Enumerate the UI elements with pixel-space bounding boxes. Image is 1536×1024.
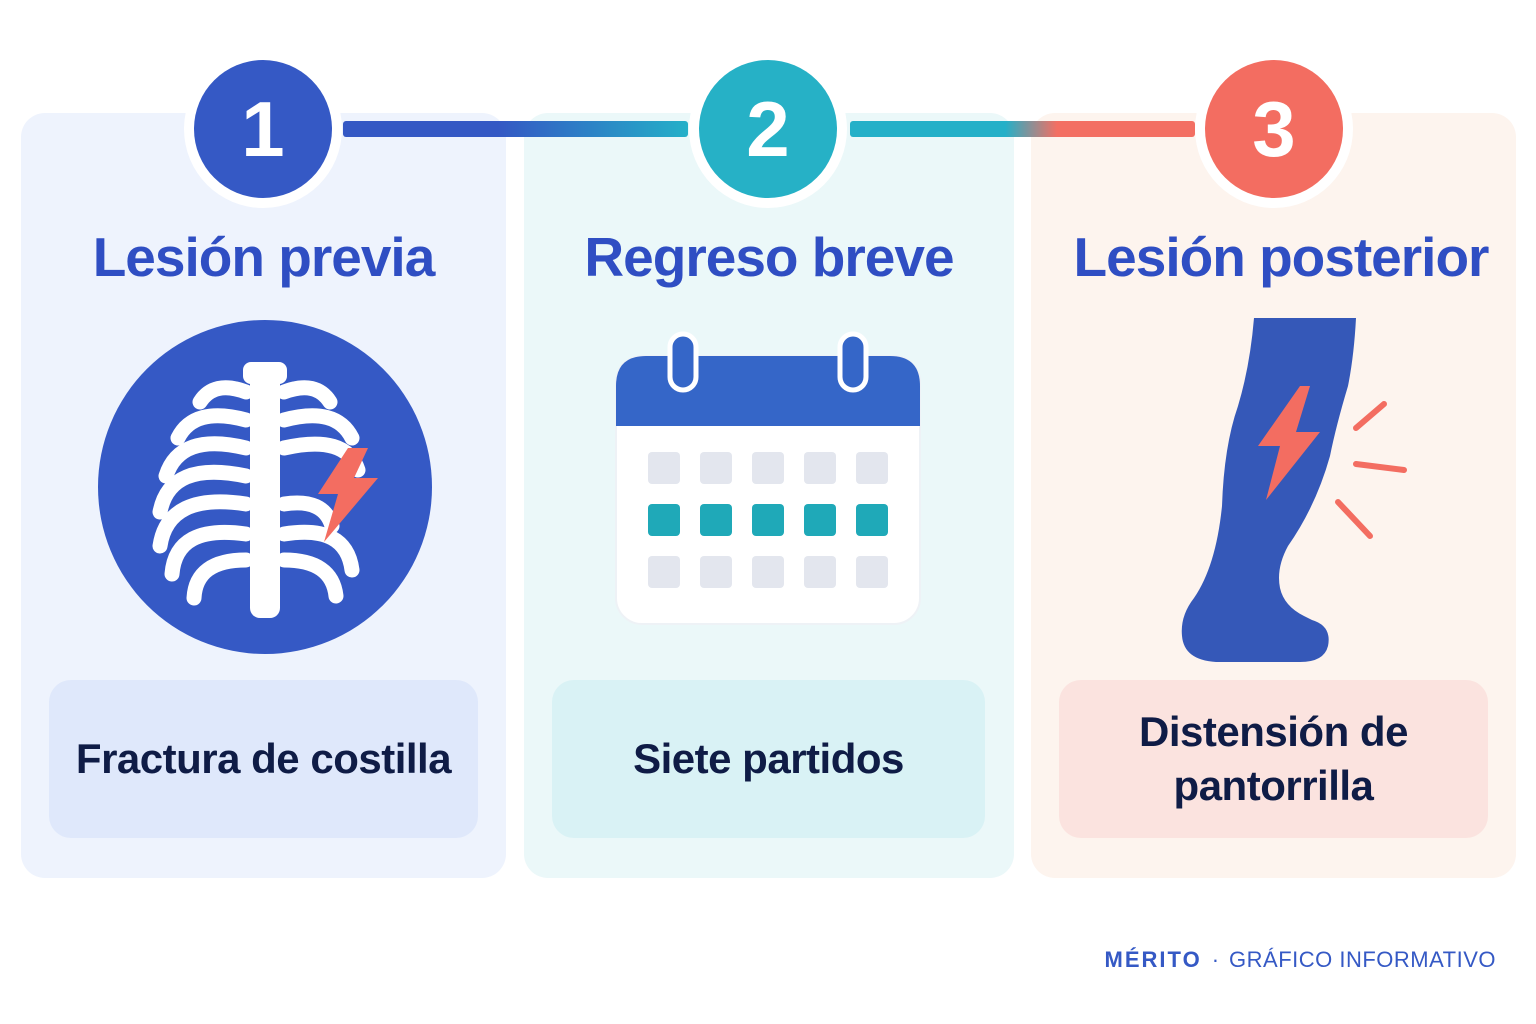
step-description-1: Fractura de costilla <box>49 680 478 838</box>
calf-strain-icon <box>1181 318 1407 662</box>
step-title-2: Regreso breve <box>584 226 954 288</box>
step-title-1: Lesión previa <box>92 226 436 288</box>
timeline-connector-1-2 <box>343 121 688 137</box>
step-number-badge-3: 3 <box>1205 60 1343 198</box>
step-description-text-3-line1: Distensión de <box>1139 708 1408 755</box>
footer-brand: MÉRITO <box>1104 947 1202 972</box>
step-description-text-1: Fractura de costilla <box>75 735 452 782</box>
step-number-badge-2: 2 <box>699 60 837 198</box>
ribcage-fracture-icon <box>98 320 432 654</box>
step-title-3: Lesión posterior <box>1073 226 1490 288</box>
step-description-2: Siete partidos <box>552 680 985 838</box>
footer-credit: MÉRITO · GRÁFICO INFORMATIVO <box>1105 944 1496 976</box>
timeline-connector-2-3 <box>850 121 1195 137</box>
footer-separator: · <box>1211 947 1220 972</box>
footer-tagline: GRÁFICO INFORMATIVO <box>1229 947 1496 972</box>
step-number-badge-1: 1 <box>194 60 332 198</box>
calendar-icon <box>615 331 921 625</box>
step-description-3: Distensión de pantorrilla <box>1059 680 1488 838</box>
step-description-text-3-line2: pantorrilla <box>1173 762 1374 809</box>
step-description-text-2: Siete partidos <box>633 735 904 782</box>
